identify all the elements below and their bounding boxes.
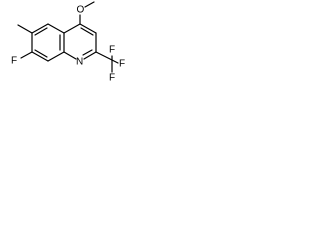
ring-nitrogen-label: N: [76, 57, 83, 68]
cf3-fluorine-top-label: F: [109, 45, 115, 56]
bond-c5-c6: [31, 23, 49, 34]
bond-lines: [17, 1, 119, 73]
bond-c2-n1: [83, 51, 97, 60]
bond-c7-f: [20, 51, 33, 59]
bond-o-ch3: [84, 1, 95, 8]
methoxy-oxygen-label: O: [77, 5, 85, 16]
cf3-fluorine-right-label: F: [119, 59, 125, 70]
bond-c2-n1-double: [82, 49, 93, 56]
atom-labels: O F N F F F: [11, 5, 125, 84]
bond-c4a-c5: [47, 23, 65, 34]
cf3-fluorine-bottom-label: F: [109, 73, 115, 84]
bond-c4-c3: [79, 23, 97, 34]
molecule-structure: O F N F F F: [11, 1, 125, 84]
bond-c8-c8a: [47, 51, 65, 62]
bond-c2-cf3: [95, 51, 113, 61]
bond-c7-c8: [31, 51, 49, 62]
bond-c7-c8-double: [34, 49, 48, 58]
bond-c4-c3-double: [80, 27, 94, 36]
bond-cf3-f-right: [111, 59, 119, 64]
bond-c5-c6-double: [34, 27, 48, 36]
bond-c6-ch3: [17, 24, 33, 34]
bond-c4a-c4: [63, 23, 81, 34]
bond-n1-c8a: [63, 51, 77, 60]
fluorine-ring-label: F: [11, 56, 17, 67]
